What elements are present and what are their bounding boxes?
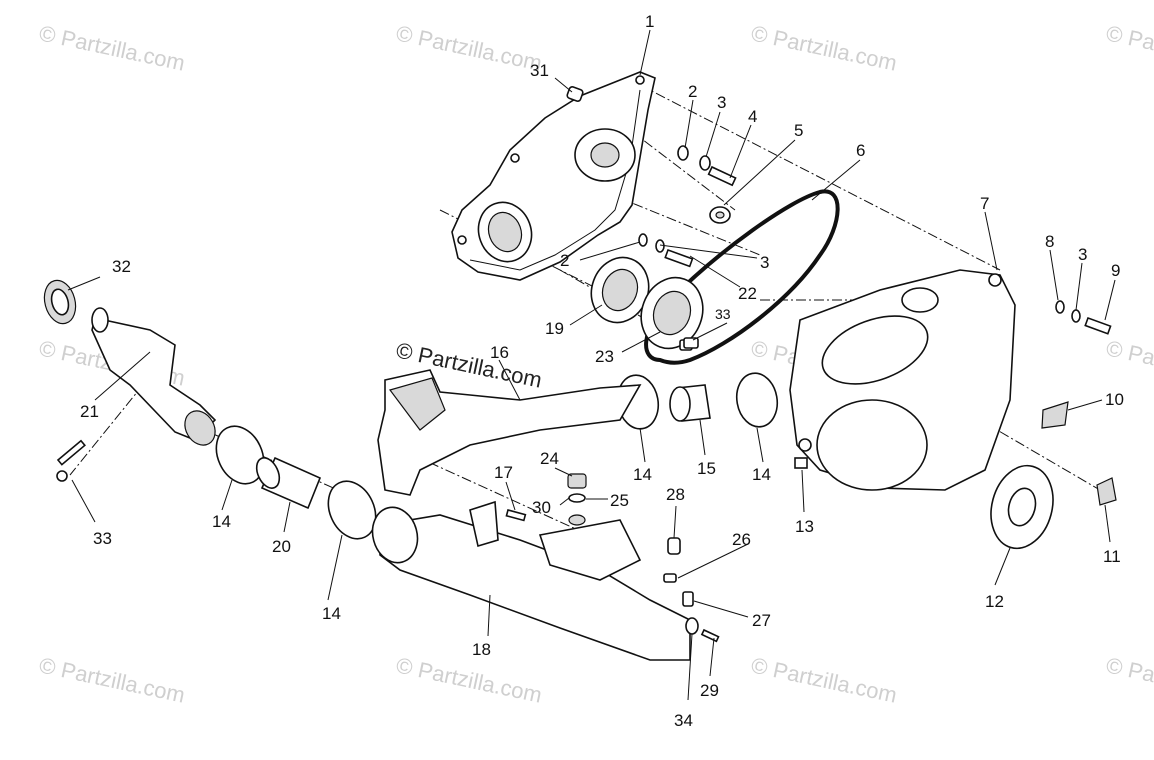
seal-19	[590, 256, 650, 324]
callout-labels: 1 31 2 3 4 5 6 7 8 3 9 10 11 12 13 2 3 2…	[80, 12, 1124, 730]
watermark-text: © Partzilla.com	[1104, 20, 1154, 75]
callout-14: 14	[752, 465, 771, 484]
callout-17: 17	[494, 463, 513, 482]
grommet-28	[667, 537, 681, 555]
callout-4: 4	[748, 107, 757, 126]
callout-23: 23	[595, 347, 614, 366]
watermark-text: © Partzilla.com	[749, 20, 899, 75]
callout-3: 3	[1078, 245, 1087, 264]
hose-15	[669, 384, 711, 422]
gasket-12	[990, 464, 1054, 550]
screw-33-left	[56, 439, 86, 482]
callout-5: 5	[794, 121, 803, 140]
watermark-text: © Partzilla.com	[394, 20, 544, 75]
seal-32	[43, 279, 77, 325]
callout-25: 25	[610, 491, 629, 510]
callout-26: 26	[732, 530, 751, 549]
decal-10	[1041, 401, 1069, 429]
callout-14: 14	[212, 512, 231, 531]
hose-clamp-upper-2	[735, 372, 779, 428]
pin-26	[663, 573, 677, 583]
callout-16: 16	[490, 343, 509, 362]
washer-34	[685, 617, 699, 635]
washer-30-25	[568, 493, 586, 526]
callout-19: 19	[545, 319, 564, 338]
callout-33: 33	[93, 529, 112, 548]
watermark-text: © Partzilla.com	[37, 20, 187, 75]
callout-12: 12	[985, 592, 1004, 611]
callout-14: 14	[322, 604, 341, 623]
callout-8: 8	[1045, 232, 1054, 251]
screw-29	[700, 628, 720, 643]
callout-14: 14	[633, 465, 652, 484]
callout-20: 20	[272, 537, 291, 556]
intake-duct-16	[377, 369, 642, 496]
callout-10: 10	[1105, 390, 1124, 409]
hose-20	[255, 456, 322, 510]
fastener-stack-right	[1055, 300, 1112, 335]
callout-11: 11	[1103, 547, 1121, 566]
callout-6: 6	[856, 141, 865, 160]
callout-18: 18	[472, 640, 491, 659]
leader-lines	[67, 29, 1116, 701]
watermark-text: © Partzilla.com	[394, 652, 544, 707]
callout-30: 30	[532, 498, 551, 517]
callout-33: 33	[715, 306, 731, 322]
bearing-cover-23	[640, 276, 704, 351]
callout-3: 3	[717, 93, 726, 112]
callout-21: 21	[80, 402, 99, 421]
callout-15: 15	[697, 459, 716, 478]
callout-31: 31	[530, 61, 549, 80]
callout-2: 2	[688, 82, 697, 101]
callout-9: 9	[1111, 261, 1120, 280]
hose-clamp-left-1	[215, 425, 265, 485]
bolt-31	[566, 86, 584, 102]
callout-7: 7	[980, 194, 989, 213]
bolt-33-right	[683, 337, 699, 349]
intake-duct-21	[91, 307, 217, 446]
callout-28: 28	[666, 485, 685, 504]
callout-13: 13	[795, 517, 814, 536]
pin-27	[682, 591, 694, 607]
callout-27: 27	[752, 611, 771, 630]
cap-24	[567, 473, 587, 489]
callout-24: 24	[540, 449, 559, 468]
callout-29: 29	[700, 681, 719, 700]
hose-clamp-left-2	[327, 480, 377, 540]
watermark-text: © Partzilla.com	[1104, 652, 1154, 707]
watermark-text: © Partzilla.com	[749, 652, 899, 707]
washer-stack-lower	[638, 233, 694, 268]
callout-1: 1	[645, 12, 654, 31]
watermark-text: © Partzilla.com	[37, 652, 187, 707]
callout-22: 22	[738, 284, 757, 303]
outer-clutch-cover	[789, 269, 1016, 491]
callout-3: 3	[760, 253, 769, 272]
inner-cover-plate	[451, 71, 656, 281]
callout-32: 32	[112, 257, 131, 276]
silencer-18	[371, 500, 691, 661]
callout-2: 2	[560, 251, 569, 270]
washer-stack-upper	[677, 145, 737, 224]
callout-34: 34	[674, 711, 693, 730]
watermark-text: © Partzilla.com	[1104, 335, 1154, 390]
decal-11	[1096, 477, 1117, 506]
bolt-17	[505, 509, 527, 522]
